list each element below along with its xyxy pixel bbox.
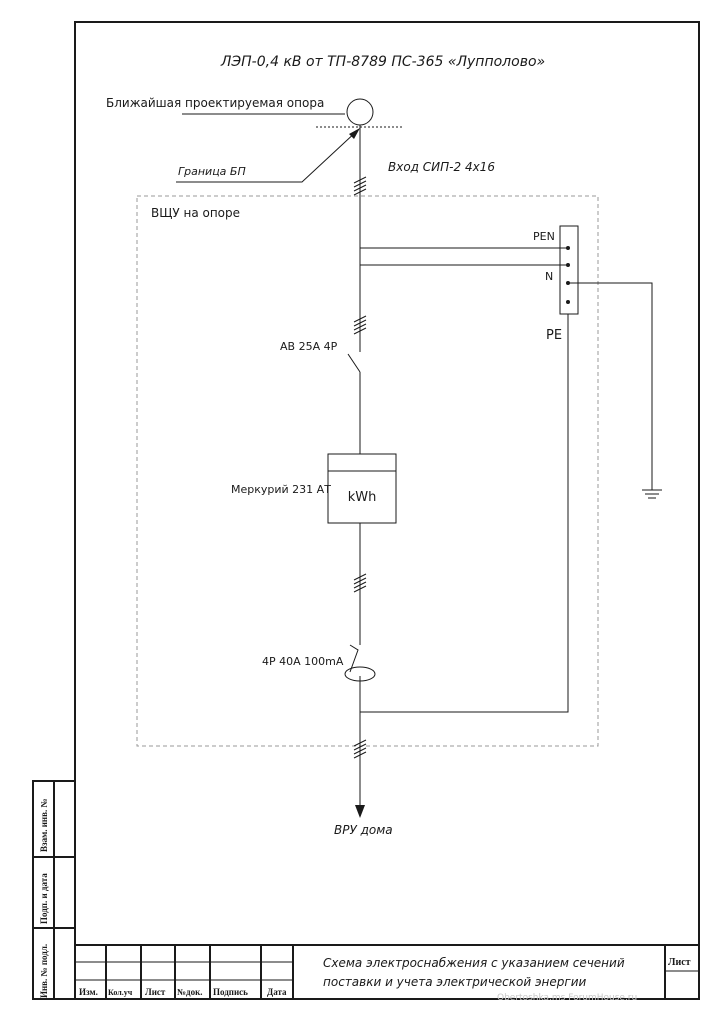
title-block: Изм. Кол.уч Лист №док. Подпись Дата Схем… (75, 944, 699, 999)
output-arrow-icon (355, 805, 365, 818)
podp-data-label: Подп. и дата (39, 873, 49, 924)
input-cable-label: Вход СИП-2 4х16 (388, 160, 495, 174)
panel-enclosure (136, 195, 599, 747)
drawing-description-line2: поставки и учета электрической энергии (323, 975, 587, 989)
header-data: Дата (267, 987, 287, 997)
pe-conductor (360, 314, 569, 713)
terminal-point-icon (566, 300, 570, 304)
header-list: Лист (145, 987, 166, 997)
boundary-label: Граница БП (178, 165, 246, 178)
meter-label: Меркурий 231 АТ (231, 483, 331, 496)
rcd-label: 4Р 40А 100mA (262, 655, 344, 668)
terminal-point-icon (566, 246, 570, 250)
header-kol-uch: Кол.уч (108, 988, 133, 997)
rcd-switch-icon (349, 644, 359, 673)
support-label: Ближайшая проектируемая опора (106, 96, 324, 110)
n-label: N (545, 270, 553, 283)
support-pole-symbol (346, 98, 374, 126)
side-stamp: Инв. № подл. Подп. и дата Взам. инв. № (32, 780, 76, 1000)
inv-podl-label: Инв. № подл. (39, 944, 49, 998)
breaker-switch-icon (347, 353, 361, 373)
wire-ticks-input (353, 176, 367, 196)
wire-ticks-output (353, 739, 367, 759)
vzam-inv-label: Взам. инв. № (39, 798, 49, 852)
terminal-block (559, 225, 579, 315)
drawing-description-line1: Схема электроснабжения с указанием сечен… (323, 956, 625, 970)
header-izm: Изм. (79, 987, 98, 997)
ground-icon (642, 489, 662, 499)
drawing-frame (74, 21, 700, 1000)
meter-unit: kWh (348, 490, 377, 505)
watermark: Obertoshka.ms ForumHouse.ru (497, 993, 637, 1003)
meter-box (327, 453, 397, 524)
wire-ticks-breaker (353, 315, 367, 335)
line-title: ЛЭП-0,4 кВ от ТП-8789 ПС-365 «Лупполово» (220, 54, 545, 70)
ground-conductor (568, 282, 653, 490)
terminal-point-icon (566, 263, 570, 267)
header-podpis: Подпись (213, 987, 248, 997)
breaker-label: АВ 25А 4Р (280, 340, 338, 353)
panel-label: ВЩУ на опоре (151, 206, 240, 220)
pe-label: PE (546, 328, 562, 343)
header-nodok: №док. (177, 987, 203, 997)
wire-ticks-meter (353, 573, 367, 593)
pen-label: PEN (533, 230, 555, 243)
rcd-sensor-icon (344, 666, 376, 682)
boundary-arrow-icon (349, 128, 360, 139)
output-label: ВРУ дома (334, 823, 393, 837)
sheet-label: Лист (668, 957, 691, 968)
